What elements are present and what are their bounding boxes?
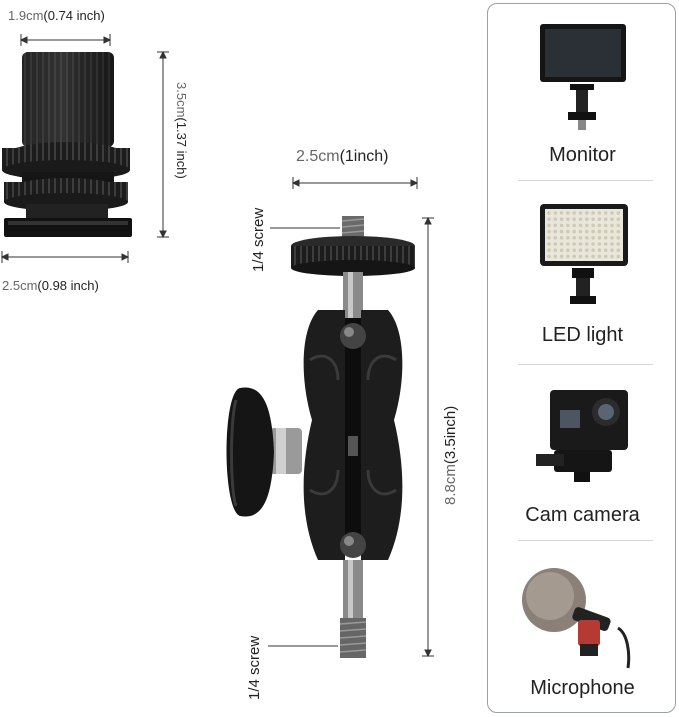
metric-value: 2.5cm (2, 278, 38, 293)
divider (518, 364, 653, 365)
accessory-label-microphone: Microphone (530, 677, 635, 699)
metric-value: 2.5cm (296, 148, 340, 165)
divider (518, 540, 653, 541)
metric-value: 1.9cm (8, 8, 44, 23)
bottom-screw-label: 1/4 screw (246, 635, 263, 700)
accessory-label-monitor: Monitor (549, 144, 616, 166)
screw-width-label: 2.5cm(1inch) (296, 148, 388, 166)
hot-shoe-base-width-label: 2.5cm(0.98 inch) (2, 278, 99, 293)
imperial-value: (0.74 inch) (43, 8, 105, 23)
action-camera-icon (536, 390, 628, 482)
led-light-icon (540, 204, 628, 304)
microphone-icon (522, 568, 631, 669)
imperial-value: (0.98 inch) (37, 278, 99, 293)
top-screw-label: 1/4 screw (250, 207, 267, 272)
hot-shoe-top-width-label: 1.9cm(0.74 inch) (8, 8, 105, 23)
accessory-label-cam-camera: Cam camera (525, 504, 640, 526)
metric-value: 8.8cm (442, 464, 459, 505)
imperial-value: (1inch) (339, 148, 389, 165)
arm-height-label: 8.8cm(3.5inch) (442, 406, 459, 505)
compatible-accessories-panel: Monitor LED light Cam camera Microphone (487, 3, 676, 713)
accessory-label-led-light: LED light (541, 324, 624, 346)
monitor-icon (540, 24, 626, 130)
divider (518, 180, 653, 181)
imperial-value: (3.5inch) (442, 405, 459, 465)
